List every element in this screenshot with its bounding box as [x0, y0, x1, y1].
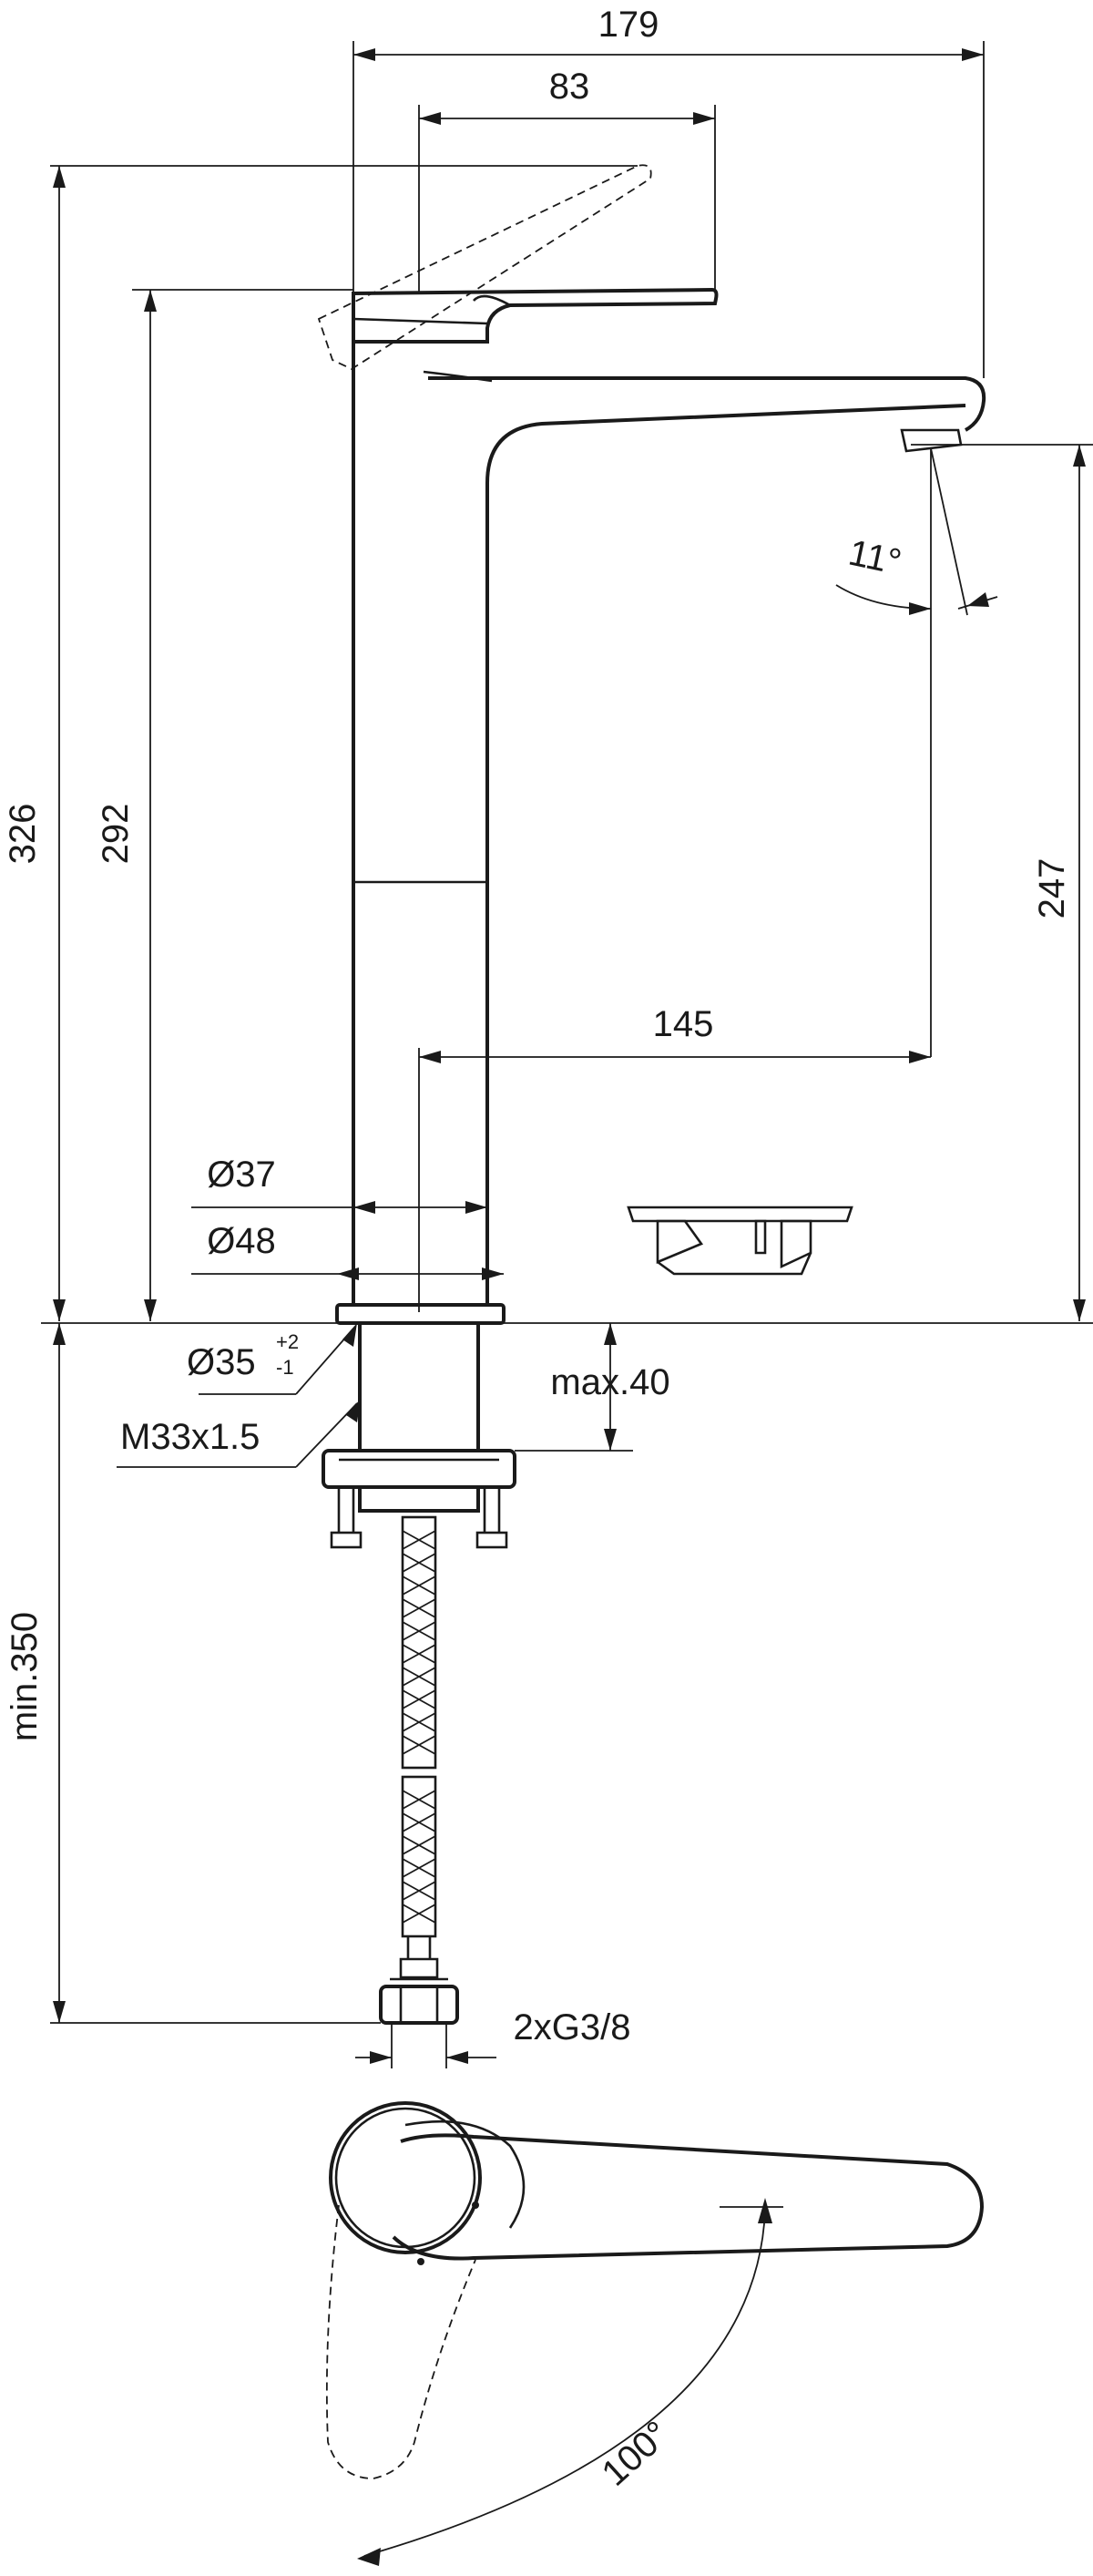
spout-top [428, 376, 986, 432]
label-overall-height: 326 [3, 804, 43, 865]
top-view-lever-rotated [325, 2204, 476, 2479]
bolt-nut-left [330, 1531, 363, 1549]
label-spout-reach: 145 [653, 1004, 714, 1044]
label-hole-tolerance-plus: +2 [276, 1330, 299, 1353]
top-view-base-outer [329, 2101, 482, 2254]
label-overall-width: 179 [598, 5, 659, 45]
bolt-nut-right [475, 1531, 508, 1549]
aerator [900, 428, 963, 453]
label-base-diameter: Ø48 [207, 1221, 276, 1261]
threaded-shank [358, 1321, 480, 1452]
label-connections: 2xG3/8 [514, 2007, 631, 2047]
fixing-bolt-right [483, 1487, 501, 1533]
label-body-diameter: Ø37 [207, 1155, 276, 1195]
top-view [325, 2101, 985, 2566]
top-view-dot-a [472, 2201, 479, 2209]
label-hole-diameter: Ø35 [187, 1342, 256, 1382]
braided-hose-upper [401, 1515, 437, 1770]
label-max-deck-thickness: max.40 [550, 1362, 669, 1402]
hose-nut [379, 1985, 459, 2025]
spout-inner-curve [423, 370, 493, 383]
top-view-dot-b [417, 2258, 424, 2265]
fixing-bolt-left [337, 1487, 355, 1533]
lever-closed [352, 287, 719, 344]
dimension-lines [41, 41, 1093, 2068]
lever-detail [352, 294, 511, 325]
top-view-lever-edge [404, 2119, 526, 2229]
top-view-lever [392, 2133, 985, 2261]
label-lever-rotation: 100° [595, 2414, 678, 2494]
fixing-nut-body [358, 1485, 480, 1513]
fixing-plate [322, 1449, 516, 1489]
aerator-detail-part [627, 1206, 853, 1276]
hose-fitting [399, 1936, 439, 1979]
label-min-hose-length: min.350 [5, 1612, 45, 1741]
rotation-arc [363, 2209, 766, 2557]
faucet-column [352, 342, 966, 1305]
label-spout-height: 247 [1032, 858, 1072, 919]
label-spout-angle: 11° [845, 533, 904, 583]
label-lever-width: 83 [549, 67, 590, 107]
label-hole-tolerance-minus: -1 [276, 1356, 294, 1379]
hose-nut-facets [390, 1977, 448, 2023]
label-thread: M33x1.5 [120, 1417, 260, 1457]
braided-hose-lower [401, 1775, 437, 1938]
top-view-base-inner [334, 2107, 476, 2249]
label-body-height: 292 [96, 804, 136, 865]
mounting-assembly [322, 1321, 516, 2025]
base-ring [335, 1303, 506, 1325]
dimension-labels: 179 83 326 292 247 145 11° Ø37 Ø48 Ø35 +… [3, 5, 1072, 2494]
lever-open-dashed [317, 164, 652, 371]
